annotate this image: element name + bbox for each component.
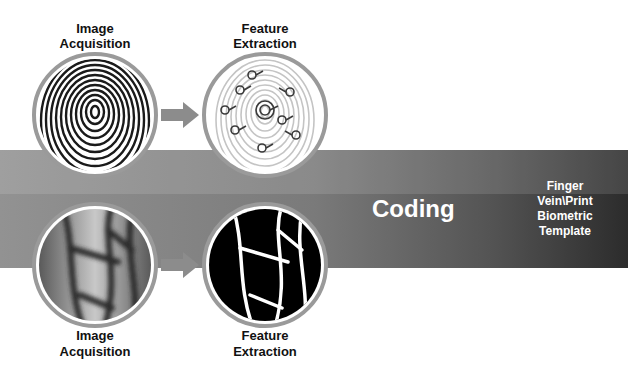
step-label-box: Feature Extraction [185,328,345,359]
image-circle: Feature Extraction [207,57,323,173]
step-label: Image Acquisition [45,21,145,52]
step-label-box: Image Acquisition [15,328,175,359]
flow-arrow [161,102,199,128]
fingerprint-image [39,55,151,187]
image-circle: Image Acquisition [37,57,153,173]
band-title: Coding [372,195,455,223]
coding-band: Coding Finger Vein\Print Biometric Templa… [0,150,628,268]
step-label: Feature Extraction [215,328,315,359]
image-circle: Image Acquisition [37,207,153,323]
template-label: Finger Vein\Print Biometric Template [523,179,607,239]
step-label-box: Feature Extraction [185,21,345,52]
step-label: Image Acquisition [45,328,145,359]
template-panel: Finger Vein\Print Biometric Template [502,150,628,268]
step-label-box: Image Acquisition [15,21,175,52]
flow-arrow [161,252,199,278]
image-circle: Feature Extraction [207,207,323,323]
vein-skeleton-image [209,205,321,330]
step-label: Feature Extraction [215,21,315,52]
vein-image [39,205,151,330]
minutiae-image [209,59,321,180]
